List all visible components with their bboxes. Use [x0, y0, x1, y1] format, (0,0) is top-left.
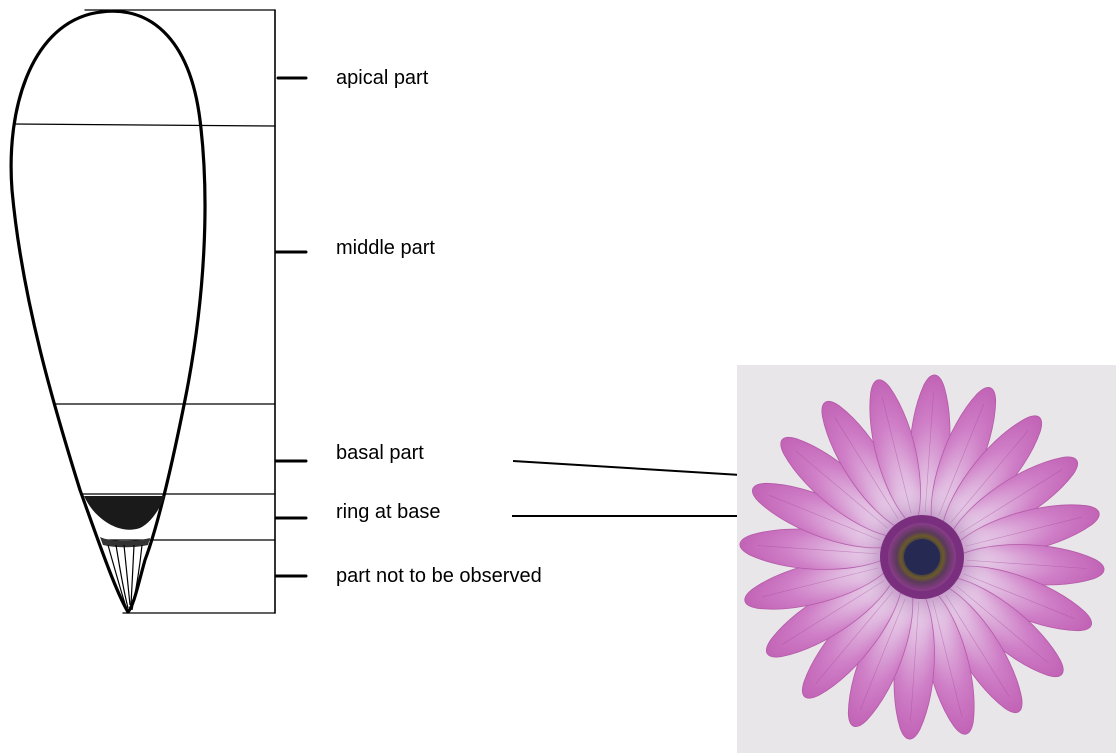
label-apical-part: apical part	[336, 67, 429, 89]
ring-hatching	[84, 496, 165, 548]
label-basal-part: basal part	[336, 442, 424, 464]
petal-outline	[9, 9, 207, 614]
label-part-not-observed: part not to be observed	[336, 565, 542, 587]
flower-illustration	[737, 365, 1116, 753]
stalk-hatching	[107, 544, 143, 611]
label-ring-at-base: ring at base	[336, 501, 441, 523]
label-middle-part: middle part	[336, 237, 435, 259]
flower-photo	[737, 365, 1116, 753]
apical-middle-divider	[13, 123, 276, 127]
